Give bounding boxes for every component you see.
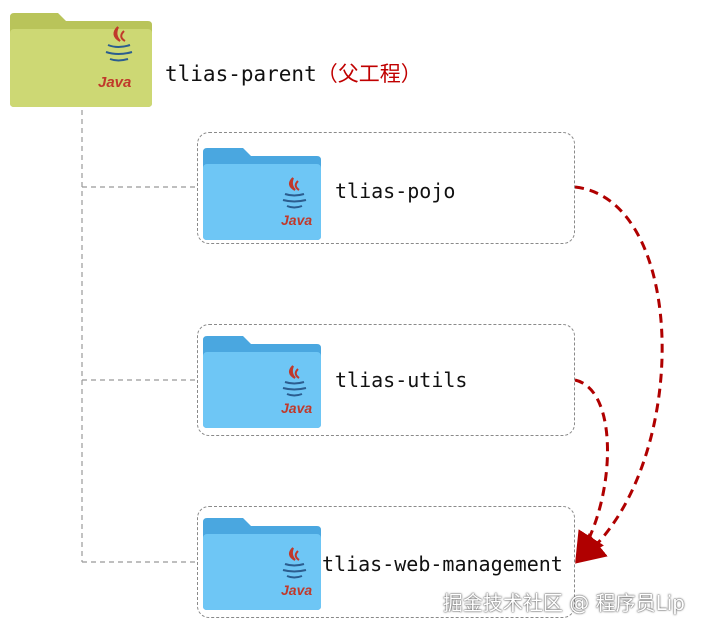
- module-folder-icon-utils: Java: [203, 336, 321, 428]
- module-box-web-management: [197, 506, 575, 618]
- module-name-web-management: tlias-web-management: [322, 552, 563, 576]
- watermark-text: 掘金技术社区 @ 程序员Lip: [442, 591, 685, 615]
- svg-text:Java: Java: [281, 582, 312, 598]
- dependency-arrow-utils-to-web: [574, 378, 609, 563]
- module-box-pojo: [197, 132, 575, 244]
- dependency-arrow-pojo-to-web: [574, 185, 664, 564]
- parent-project-note: （父工程）: [316, 62, 422, 86]
- java-logo-icon: Java: [98, 26, 133, 91]
- module-name-pojo: tlias-pojo: [335, 179, 456, 203]
- parent-project-name: tlias-parent: [165, 62, 317, 86]
- module-box-utils: [197, 324, 575, 436]
- svg-text:Java: Java: [98, 74, 131, 91]
- module-folder-icon-pojo: Java: [203, 148, 321, 240]
- module-name-utils: tlias-utils: [335, 368, 468, 392]
- svg-text:Java: Java: [281, 400, 312, 416]
- svg-text:Java: Java: [281, 212, 312, 228]
- parent-project-title: tlias-parent（父工程）: [165, 58, 422, 88]
- parent-folder-icon: Java: [10, 13, 152, 107]
- module-folder-icon-web-management: Java: [203, 518, 321, 610]
